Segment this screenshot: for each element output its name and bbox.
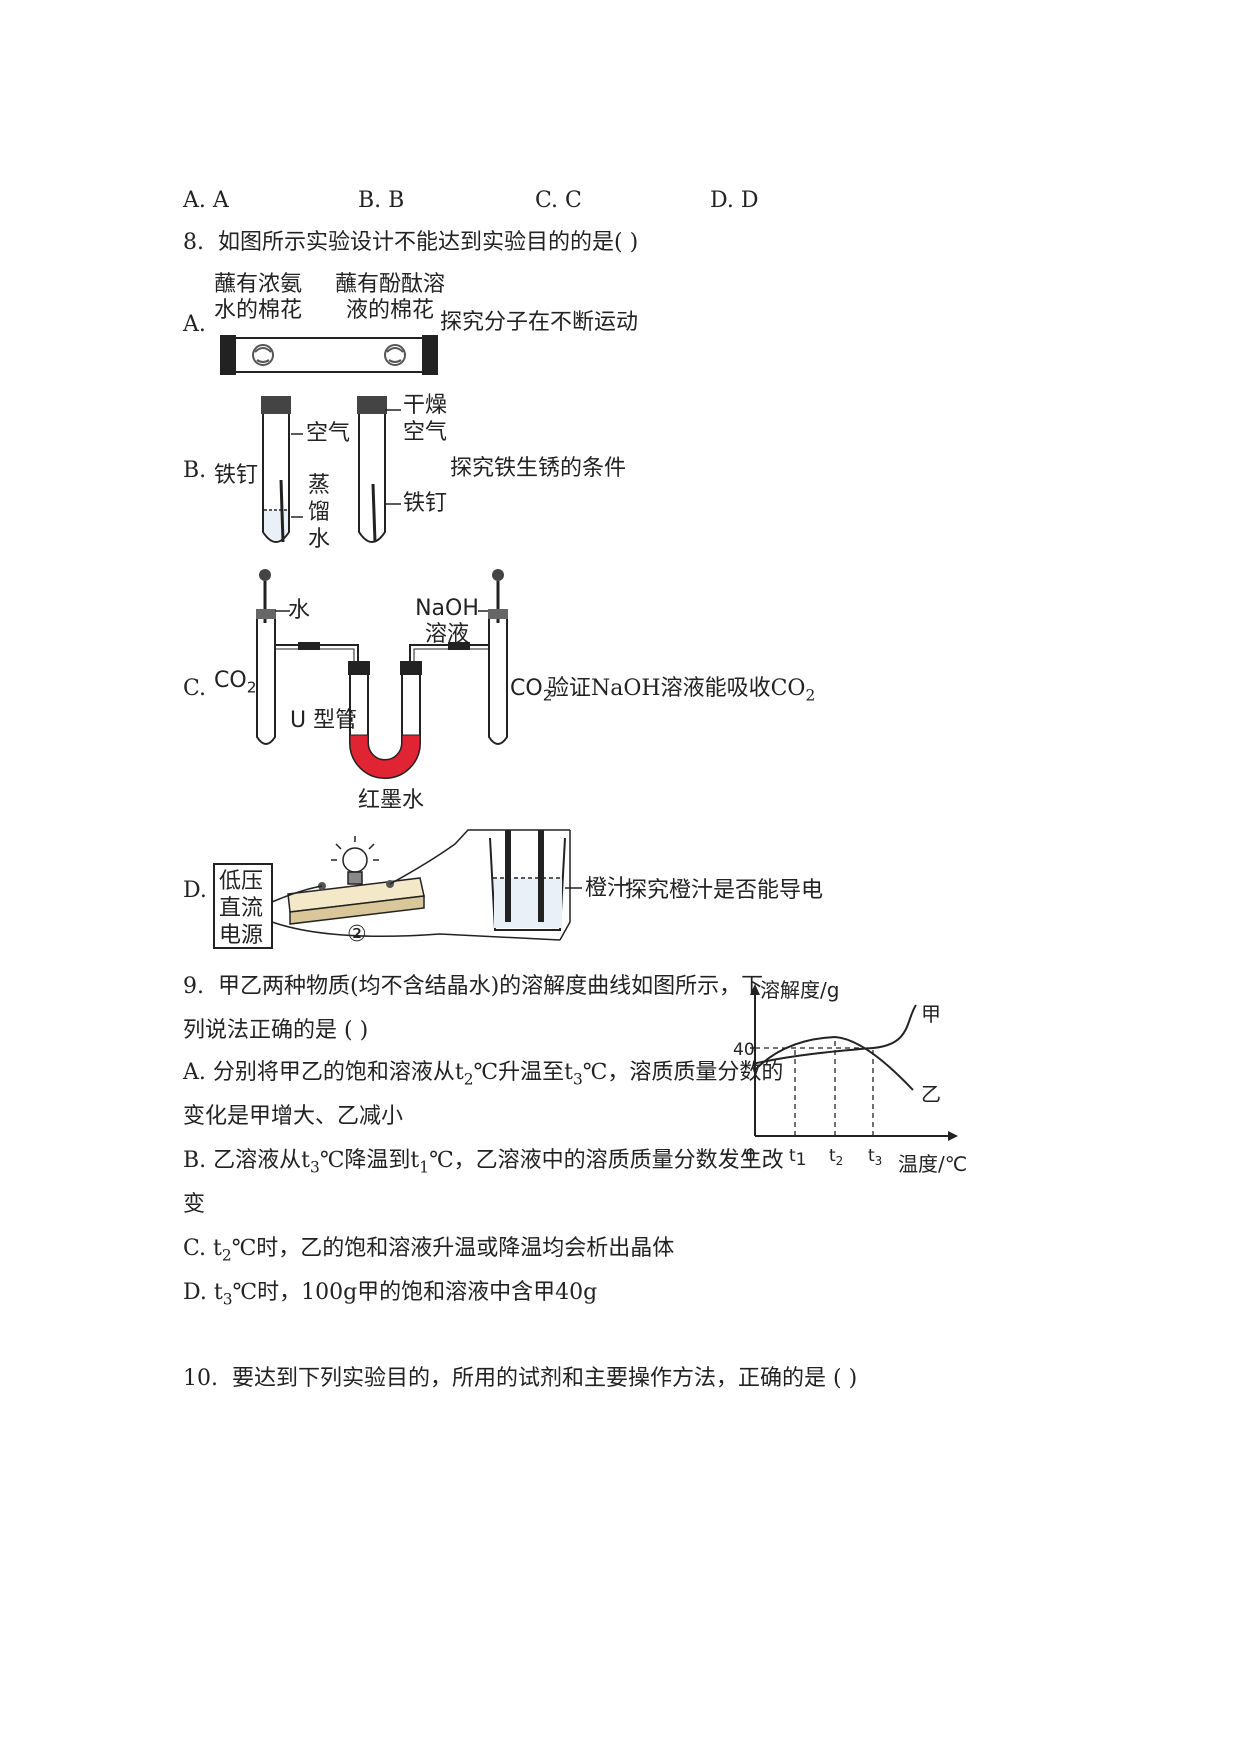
q8-d-power-label: 低压直流电源 — [219, 869, 264, 948]
x-tick-t2: t2 — [829, 1146, 843, 1168]
q8-c-apparatus-figure — [256, 569, 508, 779]
question-text: 如图所示实验设计不能达到实验目的的是( ) — [218, 230, 639, 255]
q9-option-b: B. 乙溶液从t3℃降温到t1℃，乙溶液中的溶质质量分数发生改 — [183, 1148, 784, 1177]
test-tube-right — [488, 619, 508, 745]
q7-option-a: A. A — [183, 186, 229, 216]
series-line-jia — [754, 1004, 917, 1065]
q8-a-label-right: 蘸有酚酞溶液的棉花 — [334, 272, 445, 323]
q9-stem-line1: 9. 甲乙两种物质(均不含结晶水)的溶解度曲线如图所示，下 — [183, 972, 763, 1002]
q8-b-letter: B. — [183, 458, 207, 483]
series-line-yi — [754, 1035, 914, 1091]
q9-option-b-line2: 变 — [183, 1192, 206, 1217]
option-letter: C. — [535, 188, 559, 213]
q8-c-co2-right-label: CO2 — [510, 676, 553, 705]
test-tube-left — [256, 619, 276, 745]
u-tube-stopper-right — [400, 661, 422, 675]
test-tube-right — [358, 414, 386, 543]
question-number: 10. — [183, 1366, 218, 1391]
question-text: 要达到下列实验目的，所用的试剂和主要操作方法，正确的是 ( ) — [232, 1366, 858, 1391]
q9-option-d: D. t3℃时，100g甲的饱和溶液中含甲40g — [183, 1280, 598, 1309]
q8-d-purpose: 探究橙汁是否能导电 — [625, 878, 824, 903]
q8-stem: 8. 如图所示实验设计不能达到实验目的的是( ) — [183, 228, 638, 258]
y-tick-40: 40 — [733, 1040, 755, 1060]
q7-option-d: D. D — [710, 186, 759, 216]
q8-c-letter: C. — [183, 676, 207, 701]
y-axis-arrow-icon — [750, 984, 760, 995]
red-ink — [349, 734, 421, 779]
q8-b-test-tubes-figure — [261, 396, 401, 543]
iron-nail-left — [279, 479, 285, 543]
u-tube-stopper-left — [348, 661, 370, 675]
q9-option-c: C. t2℃时，乙的饱和溶液升温或降温均会析出晶体 — [183, 1236, 675, 1265]
q8-b-water-label: 蒸馏水 — [308, 473, 331, 552]
option-letter: A. — [183, 188, 206, 213]
option-text: C — [565, 188, 582, 213]
q7-option-b: B. B — [358, 186, 404, 216]
q8-b-dry-air-label: 干燥空气 — [403, 393, 448, 445]
q8-b-nail-left-label: 铁钉 — [214, 463, 259, 488]
option-text: B — [388, 188, 405, 213]
test-tube-left — [262, 414, 290, 543]
solubility-chart: 溶解度/g 40 0 t1 t2 t3 温度/℃ 甲 乙 — [733, 978, 967, 1176]
x-tick-t3: t3 — [868, 1146, 882, 1168]
question-text: 甲乙两种物质(均不含结晶水)的溶解度曲线如图所示，下 — [218, 974, 764, 999]
q8-b-air-label: 空气 — [306, 421, 351, 446]
option-letter: B. — [358, 188, 382, 213]
iron-nail-right — [371, 483, 377, 543]
q9-option-a: A. 分别将甲乙的饱和溶液从t2℃升温至t3℃，溶质质量分数的 — [183, 1060, 784, 1089]
q8-c-u-tube-label: U 型管 — [290, 708, 358, 733]
electrode-right — [538, 830, 544, 922]
dropper-bulb-right — [492, 569, 504, 581]
light-bulb-icon — [331, 836, 379, 885]
q8-c-red-ink-label: 红墨水 — [358, 788, 425, 813]
q8-c-water-label: 水 — [288, 598, 311, 623]
x-axis-label: 温度/℃ — [898, 1152, 967, 1176]
x-tick-t1: t1 — [789, 1146, 807, 1170]
question-number: 9. — [183, 974, 204, 999]
stopper-left — [261, 396, 291, 414]
y-axis-label: 溶解度/g — [760, 978, 839, 1002]
cotton-right-icon — [384, 344, 406, 366]
glass-tube — [222, 337, 434, 373]
origin-label: 0 — [745, 1146, 756, 1166]
q8-d-letter: D. — [183, 878, 207, 903]
q8-d-circuit-figure — [213, 829, 582, 949]
question-number: 8. — [183, 230, 204, 255]
q10-stem: 10. 要达到下列实验目的，所用的试剂和主要操作方法，正确的是 ( ) — [183, 1364, 857, 1394]
stopper-left — [220, 335, 236, 375]
q9-stem-line2: 列说法正确的是 ( ) — [183, 1018, 369, 1043]
option-text: A — [212, 188, 229, 213]
q8-c-co2-left-label: CO2 — [214, 668, 257, 697]
option-text: D — [740, 188, 759, 213]
q8-a-letter: A. — [183, 312, 206, 337]
q8-a-label-left: 蘸有浓氨水的棉花 — [213, 272, 302, 323]
q7-option-c: C. C — [535, 186, 582, 216]
series-label-jia: 甲 — [921, 1002, 941, 1026]
q8-b-purpose: 探究铁生锈的条件 — [450, 456, 627, 481]
q8-a-tube-figure — [220, 335, 438, 375]
power-box — [213, 863, 273, 949]
q9-option-a-line2: 变化是甲增大、乙减小 — [183, 1104, 404, 1129]
q8-c-purpose: 验证NaOH溶液能吸收CO2 — [547, 676, 816, 705]
series-label-yi: 乙 — [921, 1082, 941, 1106]
q8-a-purpose: 探究分子在不断运动 — [440, 310, 639, 335]
stopper-right — [422, 335, 438, 375]
beaker — [489, 837, 566, 931]
x-axis-arrow-icon — [948, 1131, 958, 1141]
q8-b-nail-right-label: 铁钉 — [403, 491, 448, 516]
cotton-left-icon — [252, 344, 274, 366]
option-letter: D. — [710, 188, 734, 213]
dropper-bulb-left — [259, 569, 271, 581]
q8-d-juice-label: 橙汁 — [585, 876, 630, 901]
electrode-left — [505, 830, 511, 922]
stopper-right — [357, 396, 387, 414]
q8-d-circle-number: ② — [347, 922, 367, 947]
